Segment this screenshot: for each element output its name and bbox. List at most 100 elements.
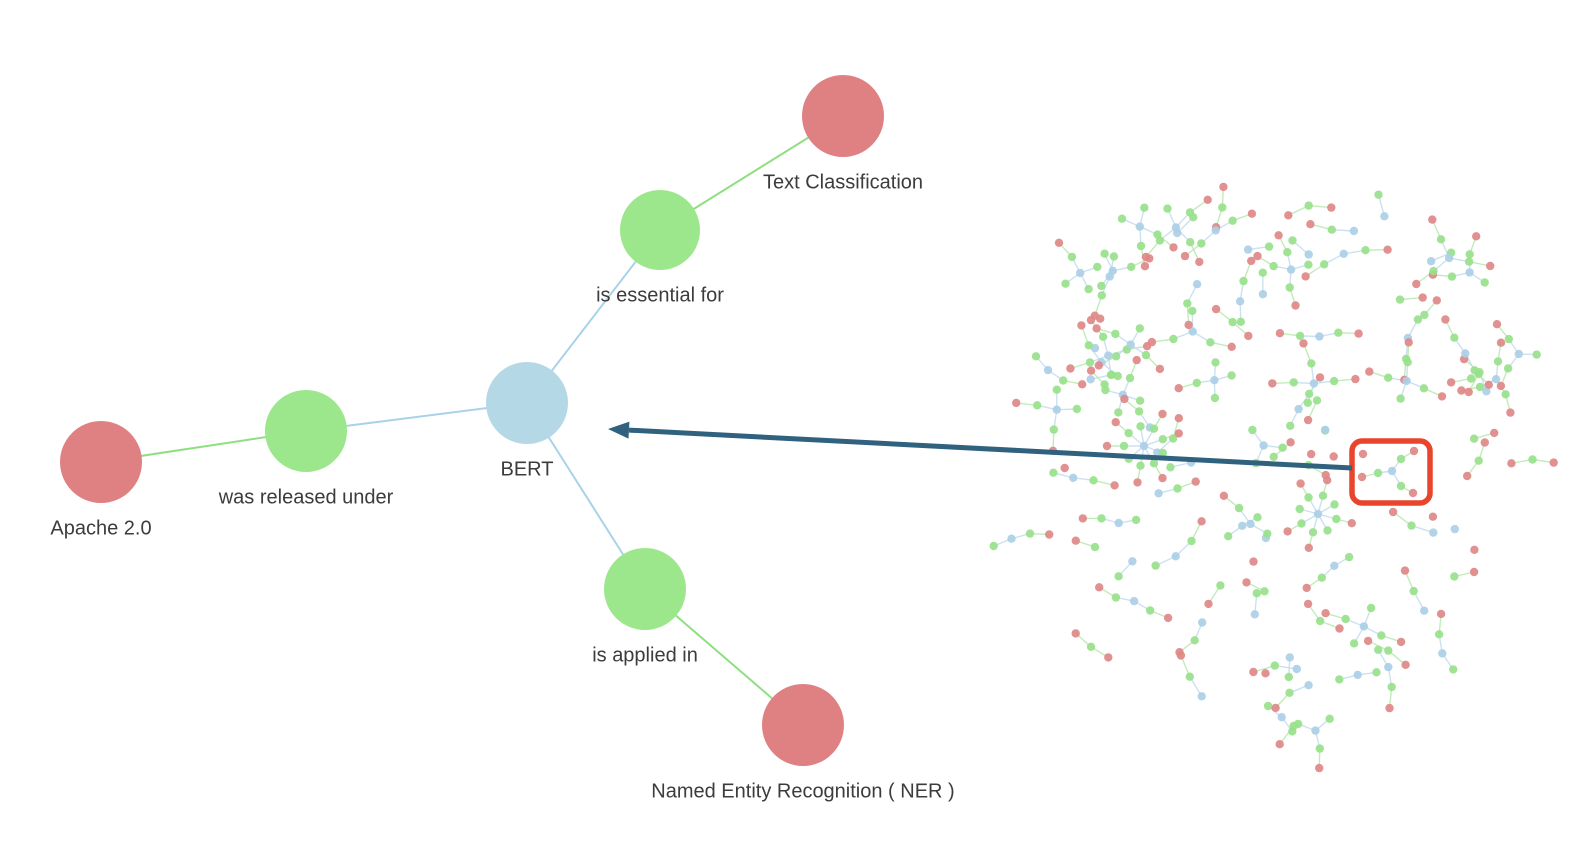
minimap-dot-red: [1176, 651, 1186, 660]
minimap-dot-red: [1496, 338, 1506, 347]
minimap-dot-blue: [1311, 726, 1320, 735]
minimap-dot-green: [1285, 283, 1294, 292]
minimap-dot-green: [1469, 434, 1479, 443]
minimap-dot-blue: [1076, 268, 1085, 278]
minimap-dot-green: [1396, 454, 1406, 464]
minimap-dot-green: [1119, 441, 1129, 451]
minimap-dot-blue: [1465, 268, 1474, 277]
minimap-dot-green: [1384, 646, 1393, 655]
minimap-dot-green: [1334, 328, 1343, 337]
minimap-dot-blue: [1304, 250, 1313, 259]
minimap-dot-blue: [1304, 681, 1313, 690]
minimap-dot-red: [1365, 367, 1374, 376]
minimap-dot-green: [1187, 536, 1196, 546]
minimap-dot-green: [1125, 373, 1135, 383]
graph-node-label-rel-applied: is applied in: [592, 644, 698, 666]
minimap-dot-blue: [1294, 404, 1303, 414]
graph-node-ner[interactable]: [762, 684, 844, 766]
minimap-dot-red: [1066, 364, 1075, 373]
minimap-dot-green: [1403, 358, 1412, 367]
minimap-dot-red: [1486, 261, 1495, 271]
minimap-dot-red: [1446, 378, 1456, 387]
minimap-dot-blue: [1246, 519, 1255, 529]
minimap-dot-green: [1086, 642, 1096, 651]
minimap-dot-green: [1031, 352, 1041, 361]
graph-node-label-apache: Apache 2.0: [50, 517, 151, 539]
minimap-dot-green: [1224, 532, 1233, 541]
minimap-dot-green: [1377, 631, 1386, 640]
minimap-dot-green: [1387, 682, 1396, 692]
graph-node-rel-applied[interactable]: [604, 548, 686, 630]
minimap-dot-blue: [1198, 618, 1207, 627]
minimap-dot-red: [1249, 667, 1258, 677]
minimap-dot-green: [1134, 407, 1144, 416]
minimap-dot-green: [1252, 589, 1262, 598]
minimap-dot-red: [1412, 279, 1421, 289]
minimap-dot-blue: [1387, 466, 1397, 476]
minimap-dot-red: [1291, 301, 1300, 310]
minimap-dot-red: [1283, 527, 1292, 536]
minimap-dot-green: [1228, 216, 1237, 225]
minimap-dot-blue: [1349, 226, 1359, 236]
minimap-dot-blue: [1461, 349, 1470, 358]
minimap-dot-green: [1278, 443, 1287, 452]
minimap-dot-blue: [1321, 425, 1330, 435]
minimap-dot-green: [1303, 398, 1313, 407]
minimap-dot-red: [1432, 296, 1442, 305]
minimap-dot-blue: [1444, 253, 1454, 263]
minimap-dot-green: [1206, 338, 1215, 347]
minimap-dot-green: [1149, 424, 1159, 433]
minimap-dot-green: [1470, 366, 1479, 375]
minimap-dot-green: [1117, 214, 1127, 223]
minimap-dot-green: [1480, 278, 1489, 287]
minimap-dot-red: [1197, 517, 1206, 526]
minimap-dot-green: [1474, 456, 1483, 465]
minimap-dot-red: [1104, 653, 1113, 662]
minimap-dot-red: [1078, 380, 1087, 389]
minimap-dot-green: [1263, 701, 1273, 711]
annotation-arrow-head: [608, 421, 630, 439]
minimap-dot-blue: [1043, 365, 1053, 375]
minimap-dot-green: [1210, 393, 1220, 403]
minimap-dot-blue: [1188, 327, 1197, 336]
minimap-dot-red: [1077, 321, 1086, 330]
minimap-dot-green: [1097, 291, 1107, 300]
minimap-dot-red: [1244, 331, 1253, 341]
minimap-dot-blue: [1429, 528, 1438, 537]
minimap-dot-blue: [1104, 351, 1113, 360]
graph-node-rel-released[interactable]: [265, 390, 347, 472]
graph-node-bert[interactable]: [486, 362, 568, 444]
minimap-dot-blue: [1171, 552, 1180, 561]
minimap-dot-green: [1501, 390, 1510, 399]
minimap-dot-green: [1304, 201, 1313, 210]
minimap-dot-red: [1227, 342, 1236, 351]
minimap-dot-red: [1441, 315, 1450, 324]
minimap-dot-green: [1284, 672, 1294, 682]
minimap-dot-blue: [1258, 290, 1268, 299]
minimap-dot-red: [1078, 514, 1088, 523]
minimap-dot-red: [1400, 566, 1410, 575]
minimap-dot-red: [1404, 338, 1413, 347]
graph-node-apache[interactable]: [60, 421, 142, 503]
minimap-dot-red: [1184, 320, 1193, 330]
minimap-dot-green: [1173, 484, 1182, 493]
graph-node-rel-essential[interactable]: [620, 190, 700, 270]
minimap-dot-red: [1463, 471, 1472, 481]
minimap-dot-green: [1317, 573, 1327, 582]
minimap-dot-red: [1335, 624, 1344, 633]
graph-node-text-classification[interactable]: [802, 75, 884, 157]
minimap-dot-green: [1305, 389, 1314, 398]
minimap-dot-red: [1492, 320, 1502, 329]
minimap-dot-green: [1189, 213, 1198, 222]
minimap-dot-blue: [1353, 670, 1362, 680]
minimap-dot-blue: [1359, 622, 1369, 631]
minimap-dot-red: [1457, 386, 1466, 395]
minimap-dot-blue: [1128, 557, 1137, 566]
minimap-dot-green: [1098, 332, 1108, 341]
minimap-dot-blue: [1420, 606, 1429, 615]
minimap-dot-red: [1275, 329, 1285, 338]
minimap-dot-blue: [1139, 441, 1149, 451]
minimap-dot-red: [1191, 477, 1200, 486]
minimap-dot-green: [1374, 645, 1383, 654]
minimap-dot-red: [1507, 459, 1516, 468]
